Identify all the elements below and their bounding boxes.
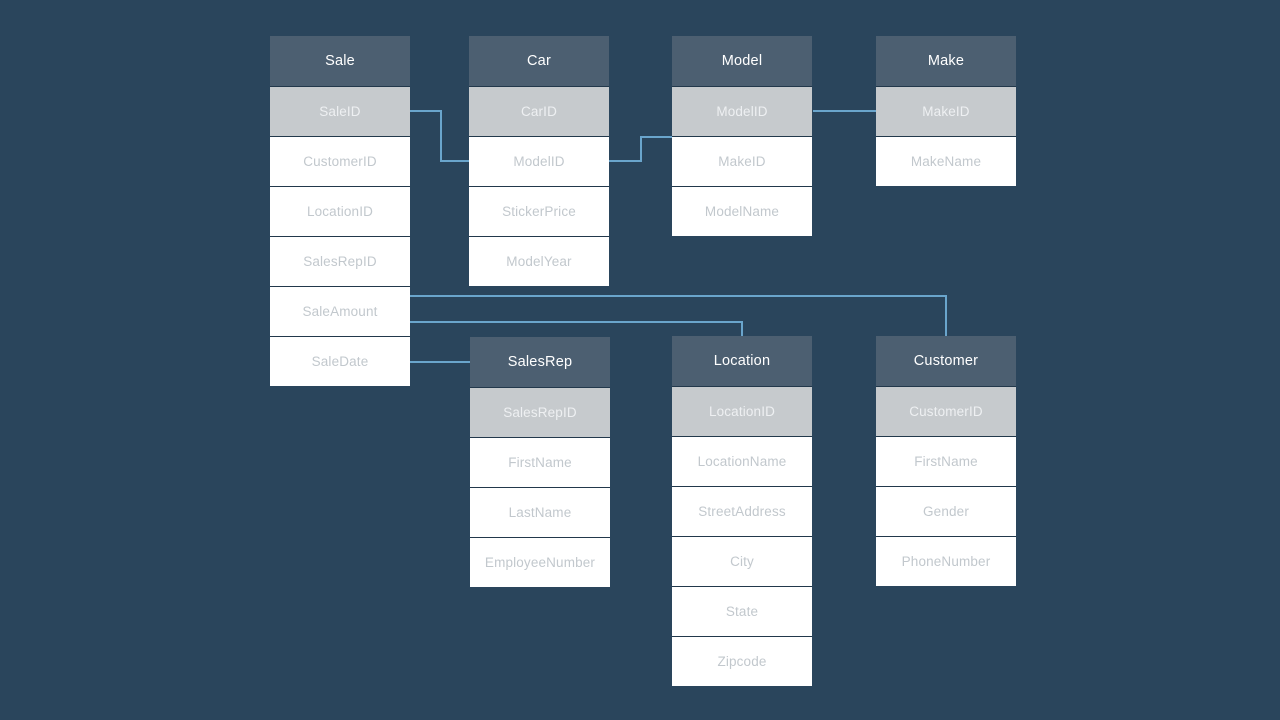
primary-key-row-model-0[interactable]: ModelID bbox=[672, 86, 812, 136]
attribute-row-car-3[interactable]: ModelYear bbox=[469, 236, 609, 286]
attribute-row-location-3[interactable]: City bbox=[672, 536, 812, 586]
connector-car-modelid-to-model-modelid bbox=[609, 136, 672, 162]
entity-title-make: Make bbox=[876, 36, 1016, 86]
attribute-row-sale-2[interactable]: LocationID bbox=[270, 186, 410, 236]
attribute-row-customer-1[interactable]: FirstName bbox=[876, 436, 1016, 486]
connector-car-modelid-to-sale-saleid bbox=[409, 110, 470, 162]
entity-title-model: Model bbox=[672, 36, 812, 86]
attribute-row-sale-3[interactable]: SalesRepID bbox=[270, 236, 410, 286]
primary-key-row-salesrep-0[interactable]: SalesRepID bbox=[470, 387, 610, 437]
attribute-row-model-2[interactable]: ModelName bbox=[672, 186, 812, 236]
attribute-row-salesrep-3[interactable]: EmployeeNumber bbox=[470, 537, 610, 587]
attribute-row-make-1[interactable]: MakeName bbox=[876, 136, 1016, 186]
entity-title-customer: Customer bbox=[876, 336, 1016, 386]
attribute-row-sale-5[interactable]: SaleDate bbox=[270, 336, 410, 386]
attribute-row-salesrep-1[interactable]: FirstName bbox=[470, 437, 610, 487]
connector-sale-customerid-to-customer bbox=[410, 295, 947, 337]
entity-title-salesrep: SalesRep bbox=[470, 337, 610, 387]
attribute-row-location-2[interactable]: StreetAddress bbox=[672, 486, 812, 536]
attribute-row-customer-3[interactable]: PhoneNumber bbox=[876, 536, 1016, 586]
primary-key-row-sale-0[interactable]: SaleID bbox=[270, 86, 410, 136]
attribute-row-location-5[interactable]: Zipcode bbox=[672, 636, 812, 686]
connector-sale-locationid-to-location bbox=[410, 321, 743, 337]
attribute-row-sale-1[interactable]: CustomerID bbox=[270, 136, 410, 186]
entity-title-car: Car bbox=[469, 36, 609, 86]
attribute-row-sale-4[interactable]: SaleAmount bbox=[270, 286, 410, 336]
attribute-row-salesrep-2[interactable]: LastName bbox=[470, 487, 610, 537]
attribute-row-location-1[interactable]: LocationName bbox=[672, 436, 812, 486]
attribute-row-car-1[interactable]: ModelID bbox=[469, 136, 609, 186]
attribute-row-model-1[interactable]: MakeID bbox=[672, 136, 812, 186]
primary-key-row-make-0[interactable]: MakeID bbox=[876, 86, 1016, 136]
entity-title-sale: Sale bbox=[270, 36, 410, 86]
attribute-row-customer-2[interactable]: Gender bbox=[876, 486, 1016, 536]
attribute-row-location-4[interactable]: State bbox=[672, 586, 812, 636]
attribute-row-car-2[interactable]: StickerPrice bbox=[469, 186, 609, 236]
entity-title-location: Location bbox=[672, 336, 812, 386]
primary-key-row-car-0[interactable]: CarID bbox=[469, 86, 609, 136]
primary-key-row-customer-0[interactable]: CustomerID bbox=[876, 386, 1016, 436]
primary-key-row-location-0[interactable]: LocationID bbox=[672, 386, 812, 436]
